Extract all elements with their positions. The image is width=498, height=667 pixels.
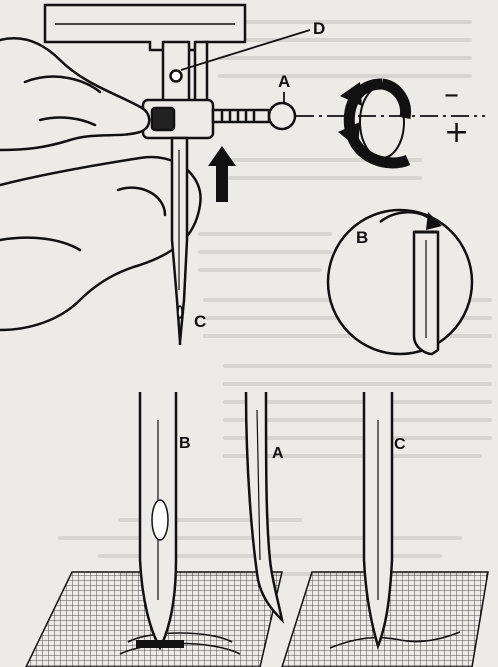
needle-clamp	[141, 98, 297, 140]
plus-sign: +	[444, 115, 470, 150]
minus-sign: –	[444, 77, 459, 112]
needle-b	[136, 392, 184, 651]
needle-bar	[161, 40, 209, 106]
needle-c	[362, 392, 394, 650]
label-needle-a: A	[272, 445, 284, 462]
needle-a	[244, 391, 285, 624]
up-arrow-icon	[208, 146, 236, 202]
rotate-arrows-icon	[338, 78, 412, 169]
leader-lines	[180, 29, 311, 103]
detail-circle-b	[326, 208, 474, 356]
label-a: A	[278, 72, 291, 91]
label-needle-b: B	[179, 435, 191, 452]
fingers	[0, 36, 202, 332]
needle-c-inserted	[170, 136, 189, 345]
label-b-detail: B	[356, 228, 369, 247]
machine-head	[43, 3, 247, 52]
label-d: D	[313, 19, 326, 38]
label-c: C	[194, 312, 207, 331]
label-needle-c: C	[394, 436, 406, 453]
